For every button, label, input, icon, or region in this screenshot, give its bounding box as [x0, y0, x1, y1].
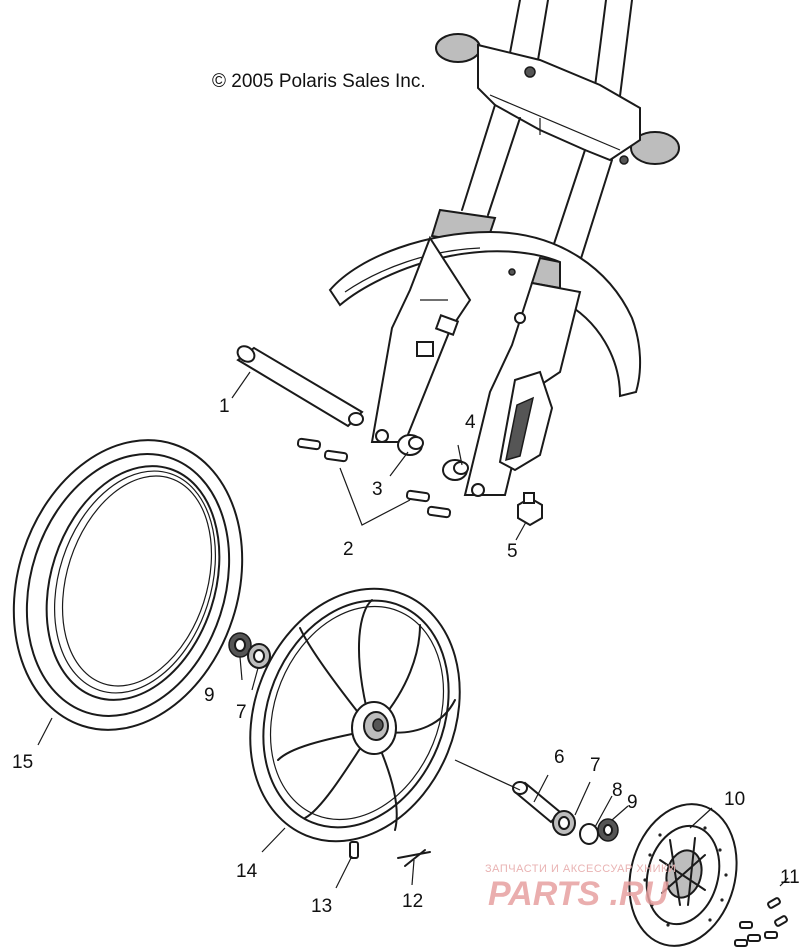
callout-14: 14	[236, 861, 258, 882]
front-tire	[12, 439, 244, 731]
brake-disc	[628, 803, 738, 947]
callout-6: 6	[554, 747, 565, 768]
wheel-weight	[397, 849, 431, 867]
callout-15: 15	[12, 752, 33, 773]
callout-12: 12	[402, 891, 423, 912]
copyright-text: © 2005 Polaris Sales Inc.	[212, 71, 426, 92]
right-spacer-bearing-seal	[512, 781, 619, 845]
front-axle	[236, 345, 364, 428]
left-seal-bearing	[228, 632, 271, 669]
callout-10: 10	[724, 789, 745, 810]
right-fork-slider	[463, 281, 582, 497]
watermark-tagline: ЗАПЧАСТИ И АКСЕССУАР ХНИКИ	[485, 863, 676, 875]
axle-spacers	[397, 434, 469, 481]
callout-4: 4	[465, 412, 476, 433]
callout-9-left: 9	[204, 685, 215, 706]
front-fender	[328, 230, 642, 398]
callout-11: 11	[780, 867, 800, 888]
callout-5: 5	[507, 541, 518, 562]
disc-bolts	[734, 897, 788, 947]
front-wheel	[249, 587, 461, 859]
pinch-bolts	[296, 437, 452, 519]
axle-nut	[517, 492, 543, 527]
watermark-brand: PARTS .RU	[488, 875, 670, 913]
callout-7-right: 7	[590, 755, 601, 776]
callout-8: 8	[612, 780, 623, 801]
callout-1: 1	[219, 396, 230, 417]
callout-7-left: 7	[236, 702, 247, 723]
callout-2: 2	[343, 539, 354, 560]
callout-3: 3	[372, 479, 383, 500]
left-fork-slider	[370, 235, 472, 443]
callout-9-right: 9	[627, 792, 638, 813]
leader-lines	[37, 371, 789, 889]
callout-13: 13	[311, 896, 332, 917]
